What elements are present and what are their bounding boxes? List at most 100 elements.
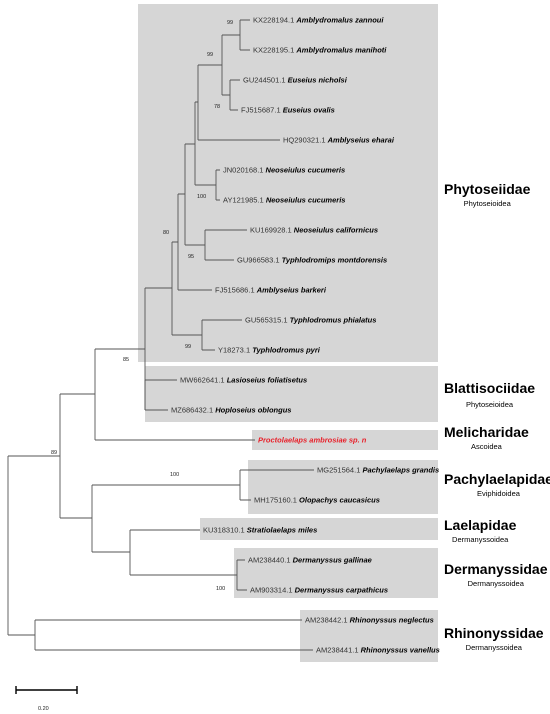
leaf-label: KX228194.1 Amblydromalus zannoui: [253, 16, 384, 25]
leaf-label: GU565315.1 Typhlodromus phialatus: [245, 316, 376, 325]
family-name: Melicharidae: [444, 424, 529, 440]
leaf-accession: MG251564.1: [317, 466, 362, 475]
leaf-species: Lasioseius foliatisetus: [227, 376, 307, 385]
branch-dermanyssus: [130, 559, 247, 591]
leaf-accession: MZ686432.1: [171, 406, 215, 415]
family-name: Dermanyssidae: [444, 561, 548, 577]
bootstrap-value: 99: [185, 344, 191, 350]
leaf-accession: GU565315.1: [245, 316, 290, 325]
leaf-species: Neoseiulus californicus: [294, 226, 378, 235]
leaf-species: Typhlodromips montdorensis: [282, 256, 388, 265]
leaf-accession: AM238441.1: [316, 646, 361, 655]
box-blattisociidae: [145, 366, 438, 422]
branch-laelapidae: [92, 529, 200, 575]
leaf-accession: GU244501.1: [243, 76, 288, 85]
bootstrap-value: 99: [227, 20, 233, 26]
scale-bar-line: [15, 686, 78, 694]
box-pachylaelapidae: [248, 460, 438, 514]
family-name: Blattisociidae: [444, 380, 535, 396]
branch-phytoseiidae: [145, 242, 173, 335]
leaf-species: Pachylaelaps grandis: [362, 466, 439, 475]
leaf-species: Amblyseius barkeri: [256, 286, 327, 295]
leaf-accession: KU318310.1: [203, 526, 247, 535]
leaf-label: Y18273.1 Typhlodromus pyri: [218, 346, 321, 355]
branch-cucumeris: [195, 169, 220, 201]
leaf-label: HQ290321.1 Amblyseius eharai: [283, 136, 395, 145]
bootstrap-value: 85: [123, 357, 129, 363]
leaf-label: AY121985.1 Neoseiulus cucumeris: [223, 196, 345, 205]
leaf-label: AM238442.1 Rhinonyssus neglectus: [305, 616, 434, 625]
leaf-species: Amblydromalus zannoui: [295, 16, 384, 25]
leaf-accession: HQ290321.1: [283, 136, 328, 145]
family-labels: PhytoseiidaePhytoseioideaBlattisociidaeP…: [444, 181, 550, 652]
branch-barkeri: [172, 194, 212, 291]
leaf-label: GU966583.1 Typhlodromips montdorensis: [237, 256, 387, 265]
bootstrap-value: 99: [207, 52, 213, 58]
bootstrap-value: 100: [197, 194, 206, 200]
superfamily-name: Dermanyssoidea: [466, 643, 523, 652]
box-rhinonyssidae: [300, 610, 438, 662]
leaf-label: AM903314.1 Dermanyssus carpathicus: [250, 586, 388, 595]
bootstrap-value: 78: [214, 104, 220, 110]
leaf-species: Dermanyssus carpathicus: [295, 586, 388, 595]
branch-melicharidae: [60, 349, 255, 441]
bootstrap-value: 80: [163, 230, 169, 236]
leaf-label: FJ515686.1 Amblyseius barkeri: [215, 286, 327, 295]
box-phytoseiidae: [138, 4, 438, 362]
leaf-accession: MW662641.1: [180, 376, 227, 385]
leaf-species: Rhinonyssus neglectus: [350, 616, 434, 625]
superfamily-name: Dermanyssoidea: [452, 535, 509, 544]
branch-ingroup: [8, 394, 61, 518]
leaf-species: Dermanyssus gallinae: [293, 556, 372, 565]
leaf-accession: AM238442.1: [305, 616, 350, 625]
leaf-accession: FJ515687.1: [241, 106, 283, 115]
branch-amb-eus: [198, 35, 223, 95]
leaf-species: Amblyseius eharai: [327, 136, 395, 145]
leaf-species: Rhinonyssus vanellus: [361, 646, 440, 655]
branch-typhlodromus: [172, 319, 242, 351]
leaf-accession: JN020168.1: [223, 166, 266, 175]
leaf-species: Euseius nicholsi: [288, 76, 348, 85]
family-name: Rhinonyssidae: [444, 625, 544, 641]
leaf-labels: KX228194.1 Amblydromalus zannouiKX228195…: [171, 16, 440, 655]
branch-rhinonyssus: [8, 619, 313, 651]
bootstrap-value: 100: [216, 586, 225, 592]
leaf-label: KU169928.1 Neoseiulus californicus: [250, 226, 378, 235]
family-name: Phytoseiidae: [444, 181, 531, 197]
superfamily-name: Phytoseioidea: [466, 400, 514, 409]
branch-euseius: [222, 79, 240, 111]
superfamily-name: Ascoidea: [471, 442, 503, 451]
bootstrap-value: 89: [51, 450, 57, 456]
leaf-label: AM238440.1 Dermanyssus gallinae: [248, 556, 372, 565]
leaf-label: JN020168.1 Neoseiulus cucumeris: [223, 166, 345, 175]
leaf-accession: FJ515686.1: [215, 286, 257, 295]
leaf-accession: KX228195.1: [253, 46, 296, 55]
leaf-label: MH175160.1 Olopachys caucasicus: [254, 496, 380, 505]
leaf-label: Proctolaelaps ambrosiae sp. n: [258, 436, 367, 445]
box-melicharidae: [252, 430, 438, 450]
branch-dermanyssoid-core: [60, 485, 93, 552]
leaf-accession: MH175160.1: [254, 496, 299, 505]
leaf-label: AM238441.1 Rhinonyssus vanellus: [316, 646, 440, 655]
branch-amblydromalus: [222, 19, 250, 51]
superfamily-name: Dermanyssoidea: [468, 579, 525, 588]
leaf-accession: AY121985.1: [223, 196, 266, 205]
leaf-species: Hoploseius oblongus: [215, 406, 291, 415]
leaf-species: Olopachys caucasicus: [299, 496, 380, 505]
branch-eharai: [195, 65, 280, 141]
leaf-species: Typhlodromus phialatus: [290, 316, 377, 325]
leaf-label: MG251564.1 Pachylaelaps grandis: [317, 466, 439, 475]
leaf-accession: GU966583.1: [237, 256, 282, 265]
leaf-accession: KX228194.1: [253, 16, 296, 25]
bootstrap-value: 95: [188, 254, 194, 260]
leaf-accession: Y18273.1: [218, 346, 252, 355]
leaf-species: Amblydromalus manihoti: [295, 46, 387, 55]
superfamily-name: Phytoseioidea: [464, 199, 512, 208]
superfamily-name: Eviphidoidea: [477, 489, 521, 498]
branch-core: [178, 144, 186, 245]
branch-californicus: [185, 229, 247, 261]
leaf-species: Neoseiulus cucumeris: [266, 166, 346, 175]
leaf-species: Proctolaelaps ambrosiae sp. n: [258, 436, 367, 445]
tree-branches: [7, 19, 314, 651]
leaf-label: MZ686432.1 Hoploseius oblongus: [171, 406, 291, 415]
